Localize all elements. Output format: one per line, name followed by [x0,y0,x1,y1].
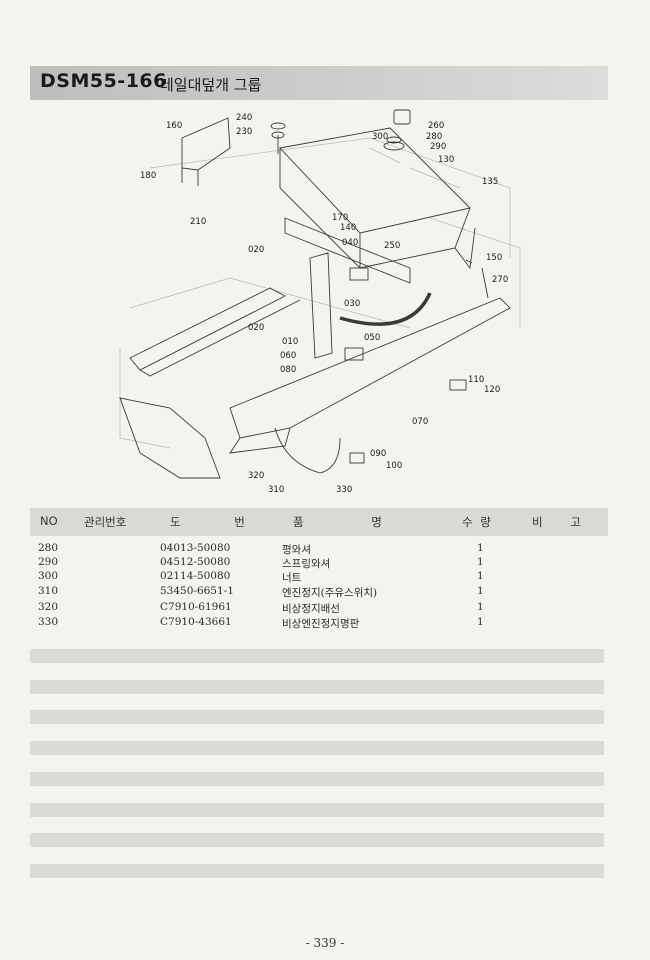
row-no: 320 [38,601,59,613]
row-part-name: 평와셔 [282,544,311,556]
header-quantity: 수 량 [462,515,491,529]
row-quantity: 1 [477,542,484,554]
callout-020b: 020 [248,323,264,333]
row-part-number: C7910-43661 [160,616,232,628]
callout-090: 090 [370,449,386,459]
diagram-callouts: 160 240 230 260 280 300 290 130 135 180 … [140,113,508,495]
callout-240: 240 [236,113,252,123]
callout-170: 170 [332,213,348,223]
callout-060: 060 [280,351,296,361]
row-part-number: 04512-50080 [160,556,231,568]
table-band [30,772,604,786]
row-no: 310 [38,585,59,597]
callout-300: 300 [372,132,388,142]
callout-100: 100 [386,461,402,471]
callout-080: 080 [280,365,296,375]
callout-280: 280 [426,132,442,142]
callout-260: 260 [428,121,444,131]
callout-270: 270 [492,275,508,285]
table-band [30,680,604,694]
callout-140: 140 [340,223,356,233]
callout-120: 120 [484,385,500,395]
callout-180: 180 [140,171,156,181]
table-band [30,803,604,817]
table-band [30,741,604,755]
row-no: 280 [38,542,59,554]
callout-210: 210 [190,217,206,227]
diagram-svg: 160 240 230 260 280 300 290 130 135 180 … [119,109,521,495]
callout-020: 020 [248,245,264,255]
row-part-name: 비상정지배선 [282,603,340,615]
exploded-parts-diagram: 160 240 230 260 280 300 290 130 135 180 … [110,108,530,500]
callout-050: 050 [364,333,380,343]
table-header-bar [30,508,608,536]
row-no: 330 [38,616,59,628]
row-part-number: C7910-61961 [160,601,232,613]
callout-160: 160 [166,121,182,131]
callout-150: 150 [486,253,502,263]
row-part-name: 너트 [282,572,302,584]
row-no: 300 [38,570,59,582]
row-quantity: 1 [477,585,484,597]
header-mgmt-no: 관리번호 [84,515,127,529]
callout-135: 135 [482,177,498,187]
row-quantity: 1 [477,601,484,613]
row-part-number: 53450-6651-1 [160,585,234,597]
callout-290: 290 [430,142,446,152]
row-part-name: 비상엔진정지명판 [282,618,360,630]
row-quantity: 1 [477,570,484,582]
row-quantity: 1 [477,556,484,568]
title-bar [30,66,608,100]
table-band [30,864,604,878]
row-part-name: 엔진정지(주유스위치) [282,587,378,599]
callout-040: 040 [342,238,358,248]
callout-330: 330 [336,485,352,495]
group-code: DSM55-166 [40,70,167,92]
header-drawing-no: 도 번 [170,515,245,529]
header-part-name: 품 명 [293,515,382,529]
callout-130: 130 [438,155,454,165]
row-part-number: 04013-50080 [160,542,231,554]
callout-070: 070 [412,417,428,427]
callout-110: 110 [468,375,484,385]
callout-010: 010 [282,337,298,347]
callout-250: 250 [384,241,400,251]
callout-320: 320 [248,471,264,481]
row-no: 290 [38,556,59,568]
row-part-name: 스프링와셔 [282,558,331,570]
group-name: 레일대덮개 그룹 [160,76,262,94]
row-quantity: 1 [477,616,484,628]
header-remark: 비 고 [532,515,581,529]
callout-030: 030 [344,299,360,309]
table-band [30,649,604,663]
table-band [30,710,604,724]
page-number: - 339 - [305,936,345,950]
table-band [30,833,604,847]
callout-310: 310 [268,485,284,495]
callout-230: 230 [236,127,252,137]
header-no: NO [40,514,58,528]
row-part-number: 02114-50080 [160,570,231,582]
